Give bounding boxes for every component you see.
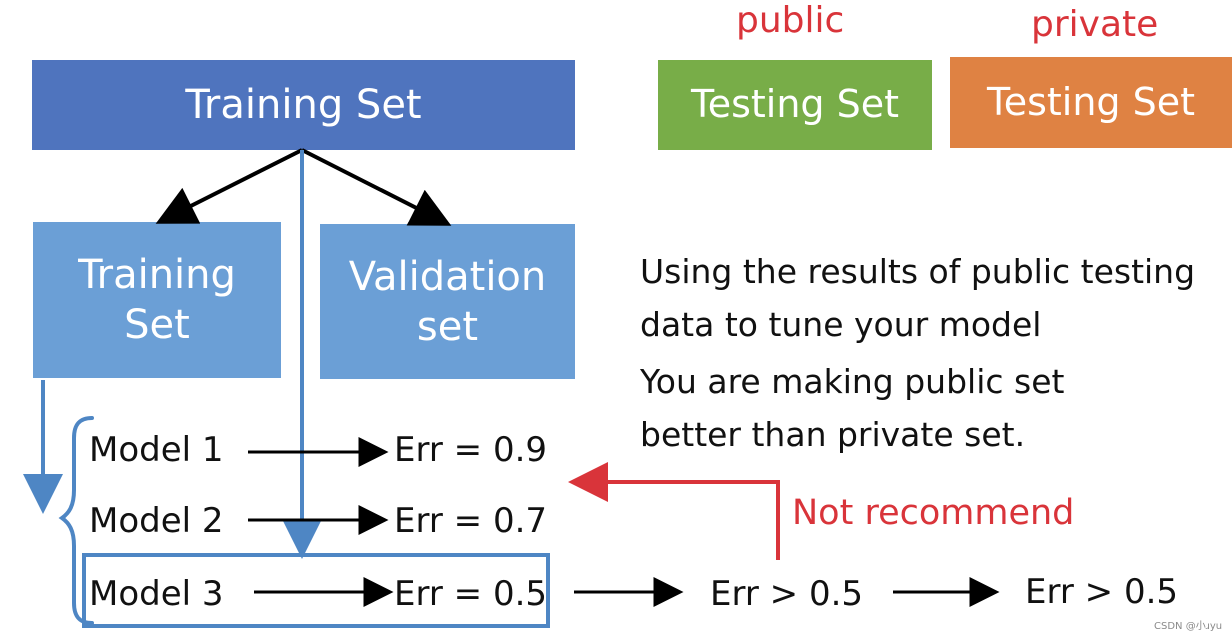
split-training-set-box: Training Set (33, 222, 281, 378)
private-label: private (1031, 4, 1159, 45)
validation-set-line1: Validation (348, 253, 547, 300)
split-arrow-left (155, 148, 303, 224)
private-test-error: Err > 0.5 (1025, 572, 1179, 612)
validation-set-box: Validation set (320, 224, 575, 379)
public-testing-set-label: Testing Set (690, 82, 900, 127)
public-testing-set-box: Testing Set (658, 60, 932, 150)
split-arrow-right (301, 148, 452, 226)
model-1-label: Model 1 (89, 430, 224, 470)
note-line-3: You are making public set (640, 362, 1065, 401)
public-test-error: Err > 0.5 (710, 574, 864, 614)
not-recommend-arrow (568, 462, 780, 560)
private-testing-set-box: Testing Set (950, 57, 1232, 148)
model-3-error: Err = 0.5 (394, 574, 548, 614)
model-1-error: Err = 0.9 (394, 430, 548, 470)
not-recommend-label: Not recommend (792, 493, 1075, 533)
split-training-set-line2: Set (124, 302, 190, 348)
model-2-error: Err = 0.7 (394, 501, 548, 541)
model-group-brace (58, 416, 94, 625)
model-2-label: Model 2 (89, 501, 224, 541)
note-line-2: data to tune your model (640, 305, 1042, 344)
split-training-set-line1: Training (78, 252, 236, 298)
training-set-box: Training Set (32, 60, 575, 150)
note-line-1: Using the results of public testing (640, 252, 1196, 291)
public-label: public (736, 0, 845, 41)
note-line-4: better than private set. (640, 415, 1026, 454)
model-3-label: Model 3 (89, 574, 224, 614)
private-testing-set-label: Testing Set (986, 79, 1196, 124)
training-set-label: Training Set (185, 82, 422, 128)
validation-set-line2: set (416, 303, 479, 350)
watermark: CSDN @小ɹyu (1154, 621, 1223, 632)
